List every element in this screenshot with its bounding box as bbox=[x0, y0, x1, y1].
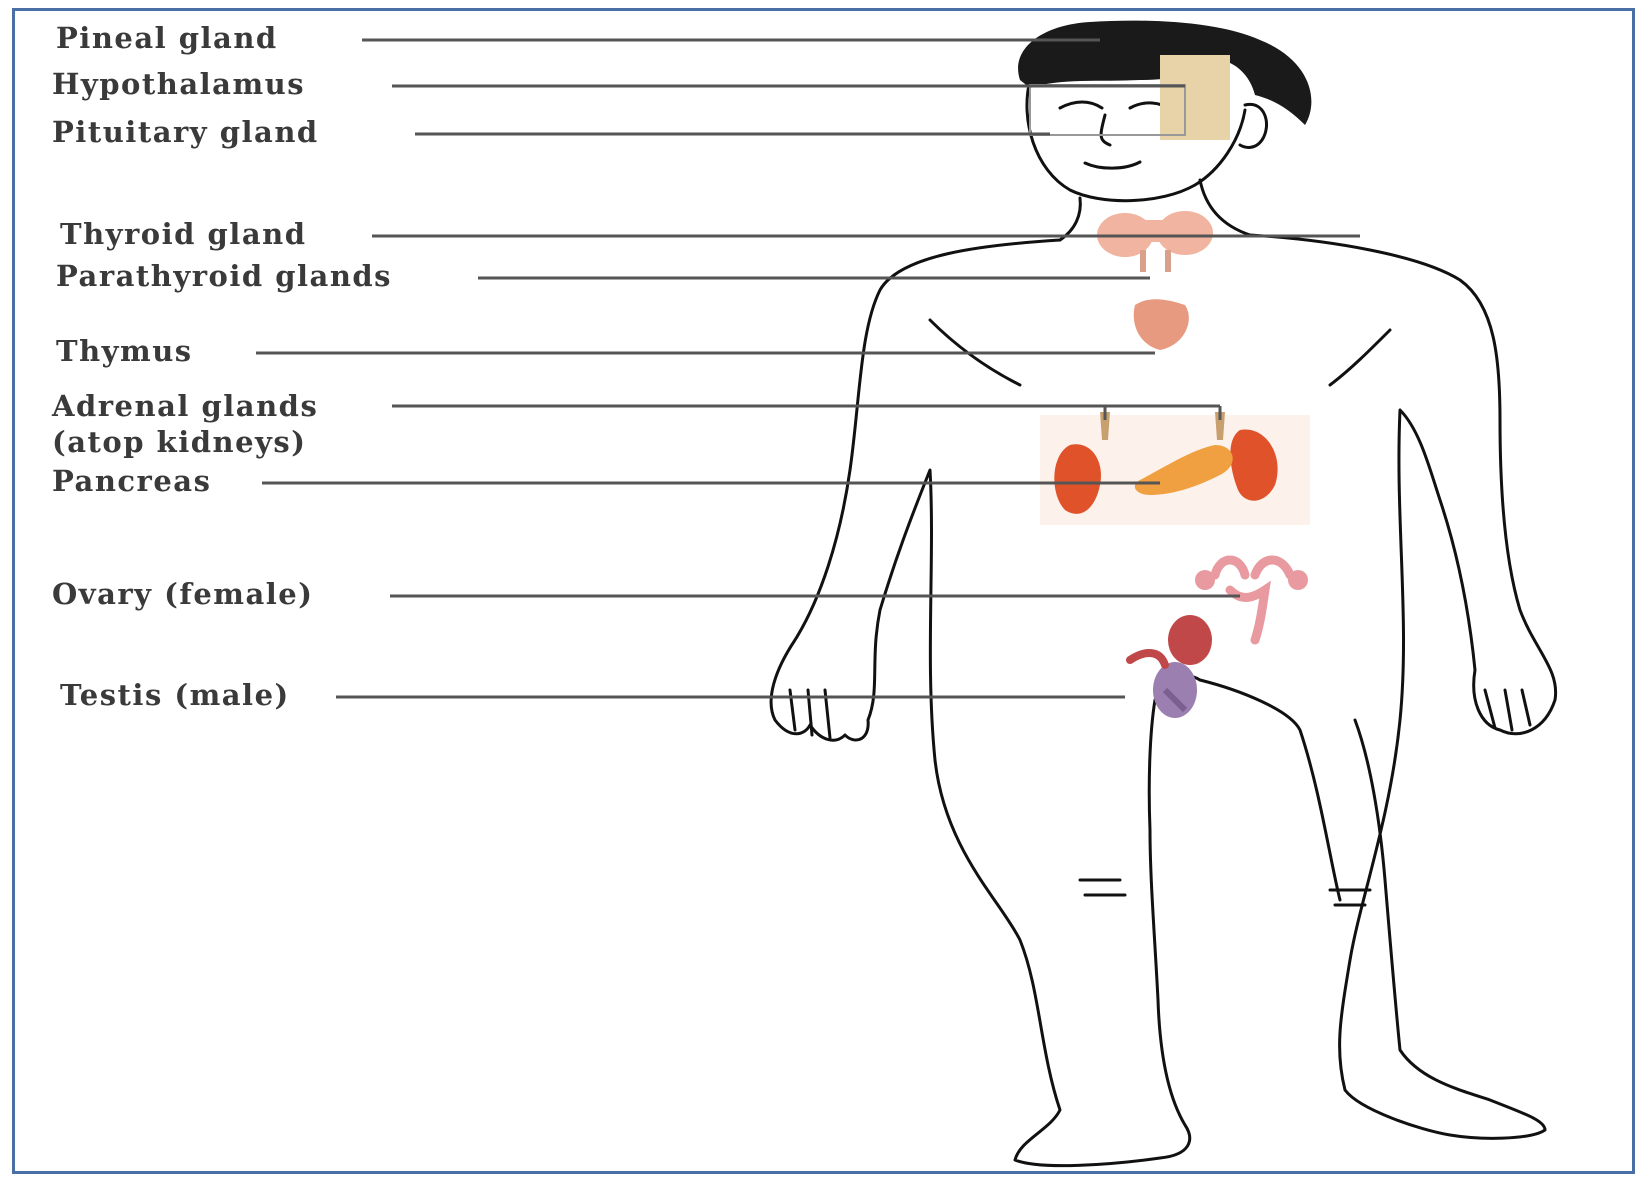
label-adrenal-note: (atop kidneys) bbox=[52, 428, 306, 457]
chest-line-right bbox=[1330, 330, 1390, 385]
label-thymus: Thymus bbox=[56, 337, 193, 366]
label-testis: Testis (male) bbox=[60, 681, 290, 710]
ovary-right bbox=[1288, 570, 1308, 590]
label-pineal-gland: Pineal gland bbox=[56, 24, 278, 53]
label-adrenal-glands: Adrenal glands bbox=[52, 392, 318, 421]
thymus bbox=[1134, 299, 1189, 350]
parathyroid-glands bbox=[1140, 250, 1171, 272]
inner-right-leg bbox=[1200, 680, 1340, 900]
mouth bbox=[1085, 162, 1140, 168]
left-eye bbox=[1060, 102, 1102, 108]
label-thyroid-gland: Thyroid gland bbox=[60, 220, 306, 249]
label-parathyroid-glands: Parathyroid glands bbox=[56, 262, 392, 291]
thyroid-gland bbox=[1097, 211, 1213, 257]
right-side bbox=[1250, 235, 1556, 1138]
left-side bbox=[771, 240, 1190, 1166]
ovary-left bbox=[1195, 570, 1215, 590]
uterus-ovaries bbox=[1215, 560, 1290, 640]
neck-left bbox=[1060, 198, 1080, 240]
label-pancreas: Pancreas bbox=[52, 467, 211, 496]
nose bbox=[1101, 115, 1110, 145]
label-ovary: Ovary (female) bbox=[52, 580, 313, 609]
left-knee bbox=[1080, 880, 1125, 895]
label-hypothalamus: Hypothalamus bbox=[52, 70, 305, 99]
right-fingers bbox=[1485, 690, 1530, 730]
pineal-patch bbox=[1160, 55, 1230, 140]
label-pituitary-gland: Pituitary gland bbox=[52, 118, 319, 147]
testis-organ bbox=[1130, 615, 1212, 718]
